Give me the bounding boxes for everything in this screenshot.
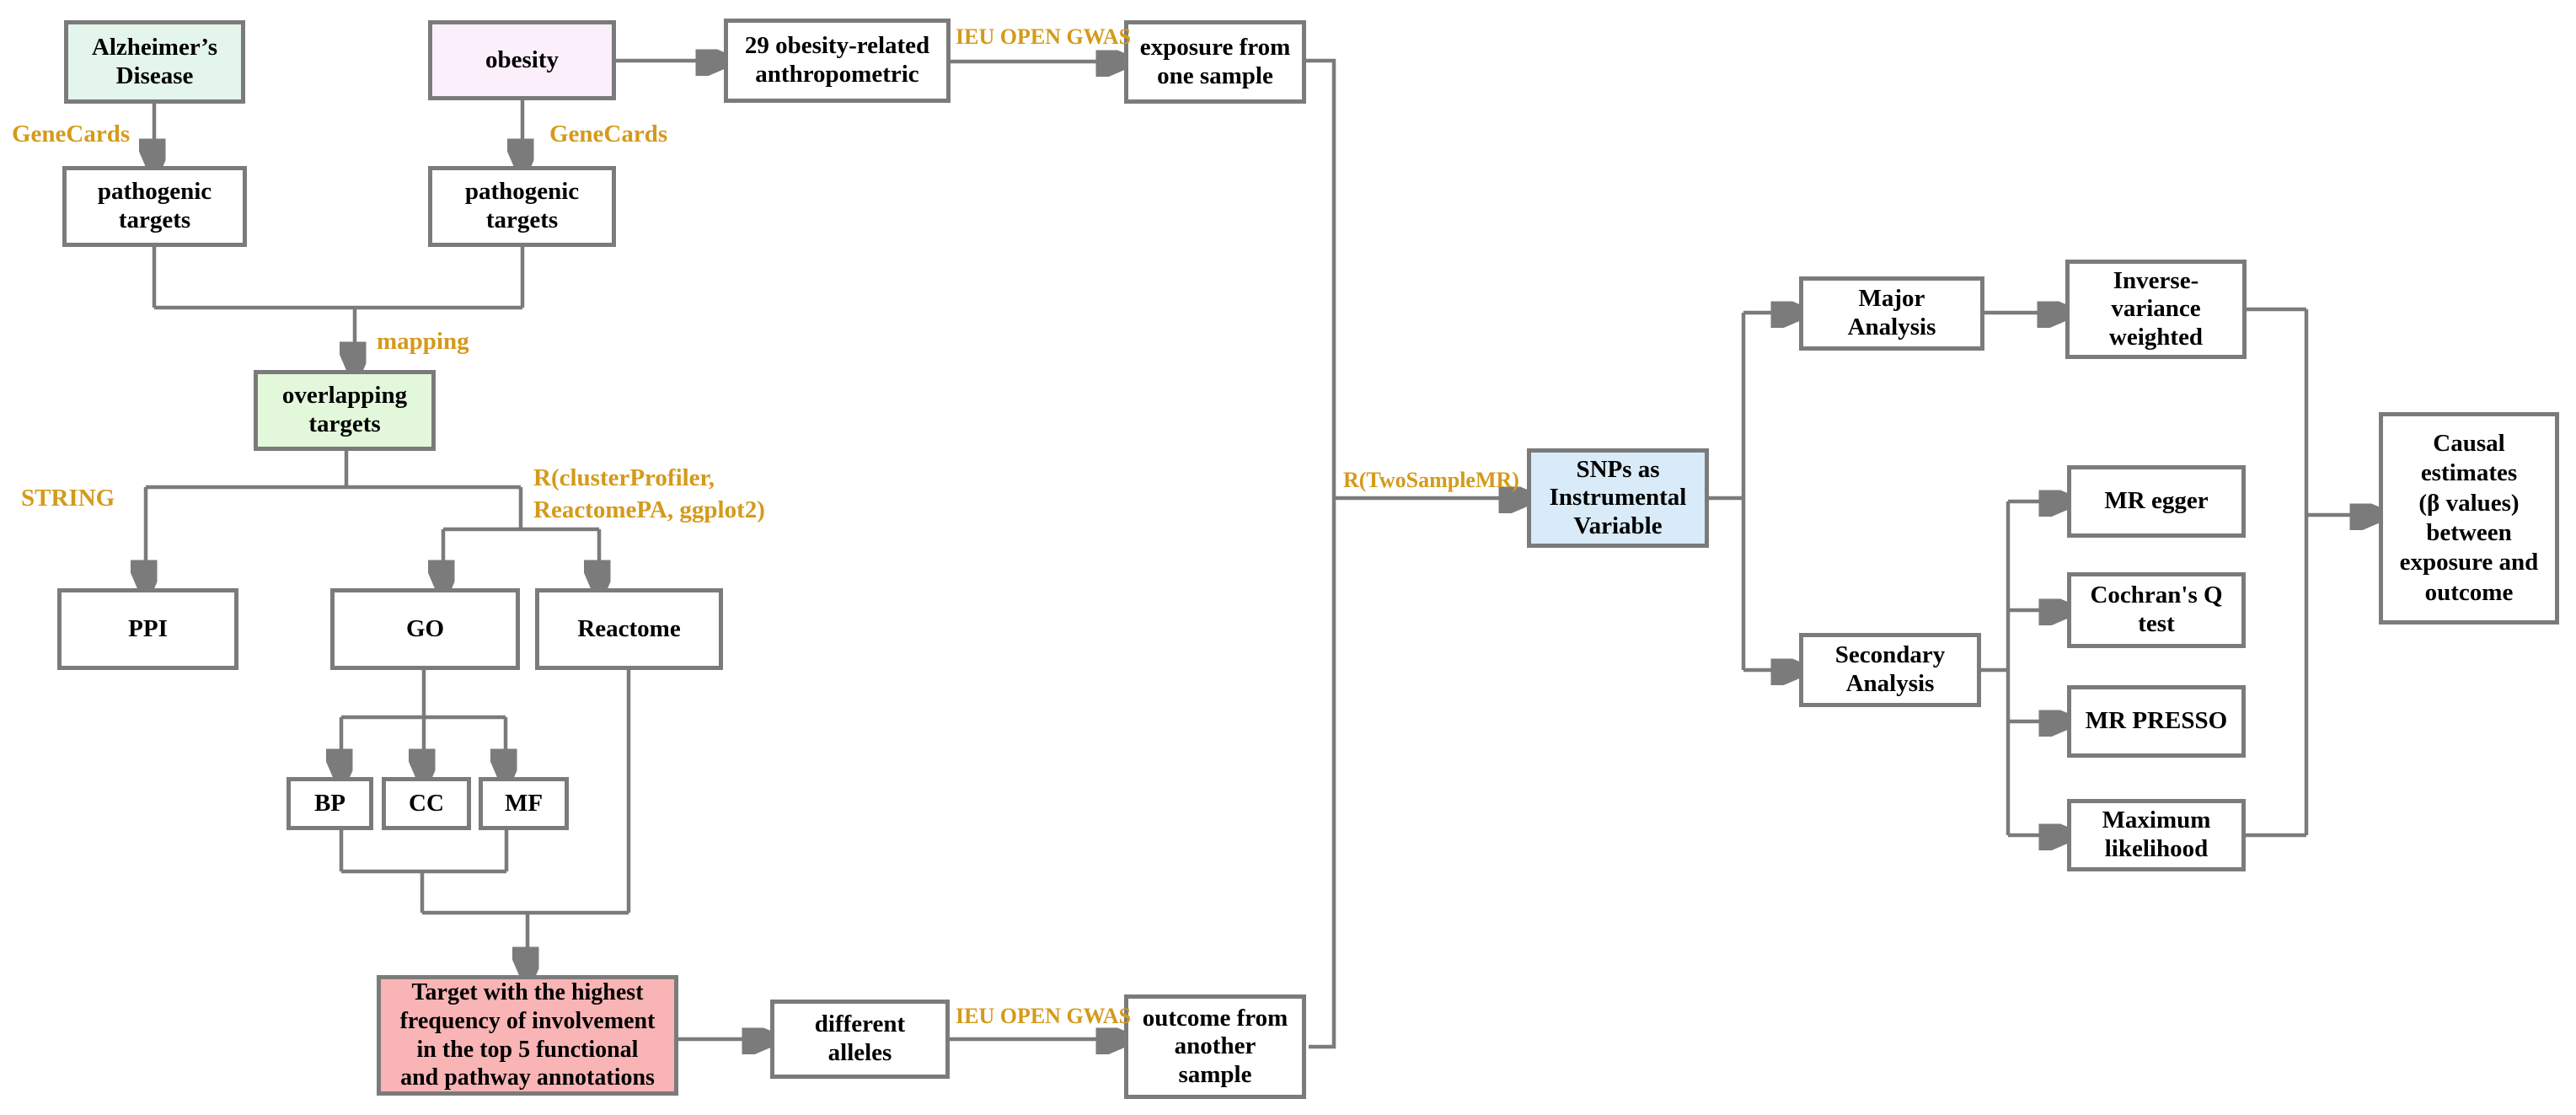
node-mf: MF: [479, 777, 569, 830]
node-different-alleles: different alleles: [770, 1000, 950, 1079]
node-alzheimers-disease: Alzheimer’s Disease: [64, 20, 245, 104]
node-snps-instrumental-variable: SNPs as Instrumental Variable: [1527, 448, 1709, 548]
node-causal-estimates: Causal estimates (β values) between expo…: [2379, 412, 2559, 625]
node-maximum-likelihood: Maximum likelihood: [2067, 799, 2246, 871]
node-top-frequency-target: Target with the highest frequency of inv…: [377, 975, 678, 1096]
edge-label-genecards-obesity: GeneCards: [549, 121, 668, 147]
edge-label-string: STRING: [21, 485, 115, 512]
node-ppi: PPI: [57, 588, 238, 670]
node-outcome-another-sample: outcome from another sample: [1124, 994, 1306, 1099]
edge-label-mapping: mapping: [377, 328, 469, 355]
node-reactome: Reactome: [535, 588, 723, 670]
node-cc: CC: [382, 777, 471, 830]
line-exposure-outcome-connector: [1306, 58, 1336, 1049]
edge-label-genecards-ad: GeneCards: [12, 121, 131, 147]
edge-label-r-twosamplemr: R(TwoSampleMR): [1343, 468, 1519, 492]
node-bp: BP: [287, 777, 373, 830]
node-secondary-analysis: Secondary Analysis: [1799, 633, 1981, 707]
edge-label-r-clusterprofiler: R(clusterProfiler, ReactomePA, ggplot2): [533, 464, 765, 523]
edge-label-ieu-open-gwas-outcome: IEU OPEN GWAS: [956, 1004, 1132, 1028]
node-overlapping-targets: overlapping targets: [254, 370, 436, 451]
node-pathogenic-targets-ad: pathogenic targets: [62, 166, 247, 247]
node-go: GO: [330, 588, 520, 670]
node-pathogenic-targets-obesity: pathogenic targets: [428, 166, 616, 247]
node-mr-egger: MR egger: [2067, 465, 2246, 538]
node-inverse-variance-weighted: Inverse- variance weighted: [2065, 260, 2247, 359]
node-mr-presso: MR PRESSO: [2067, 685, 2246, 758]
edge-label-ieu-open-gwas-exposure: IEU OPEN GWAS: [956, 24, 1132, 49]
node-major-analysis: Major Analysis: [1799, 276, 1984, 351]
node-obesity: obesity: [428, 20, 616, 100]
node-cochrans-q-test: Cochran's Q test: [2067, 572, 2246, 648]
node-exposure-one-sample: exposure from one sample: [1124, 20, 1306, 104]
node-obesity-anthropometric: 29 obesity-related anthropometric: [724, 19, 951, 103]
